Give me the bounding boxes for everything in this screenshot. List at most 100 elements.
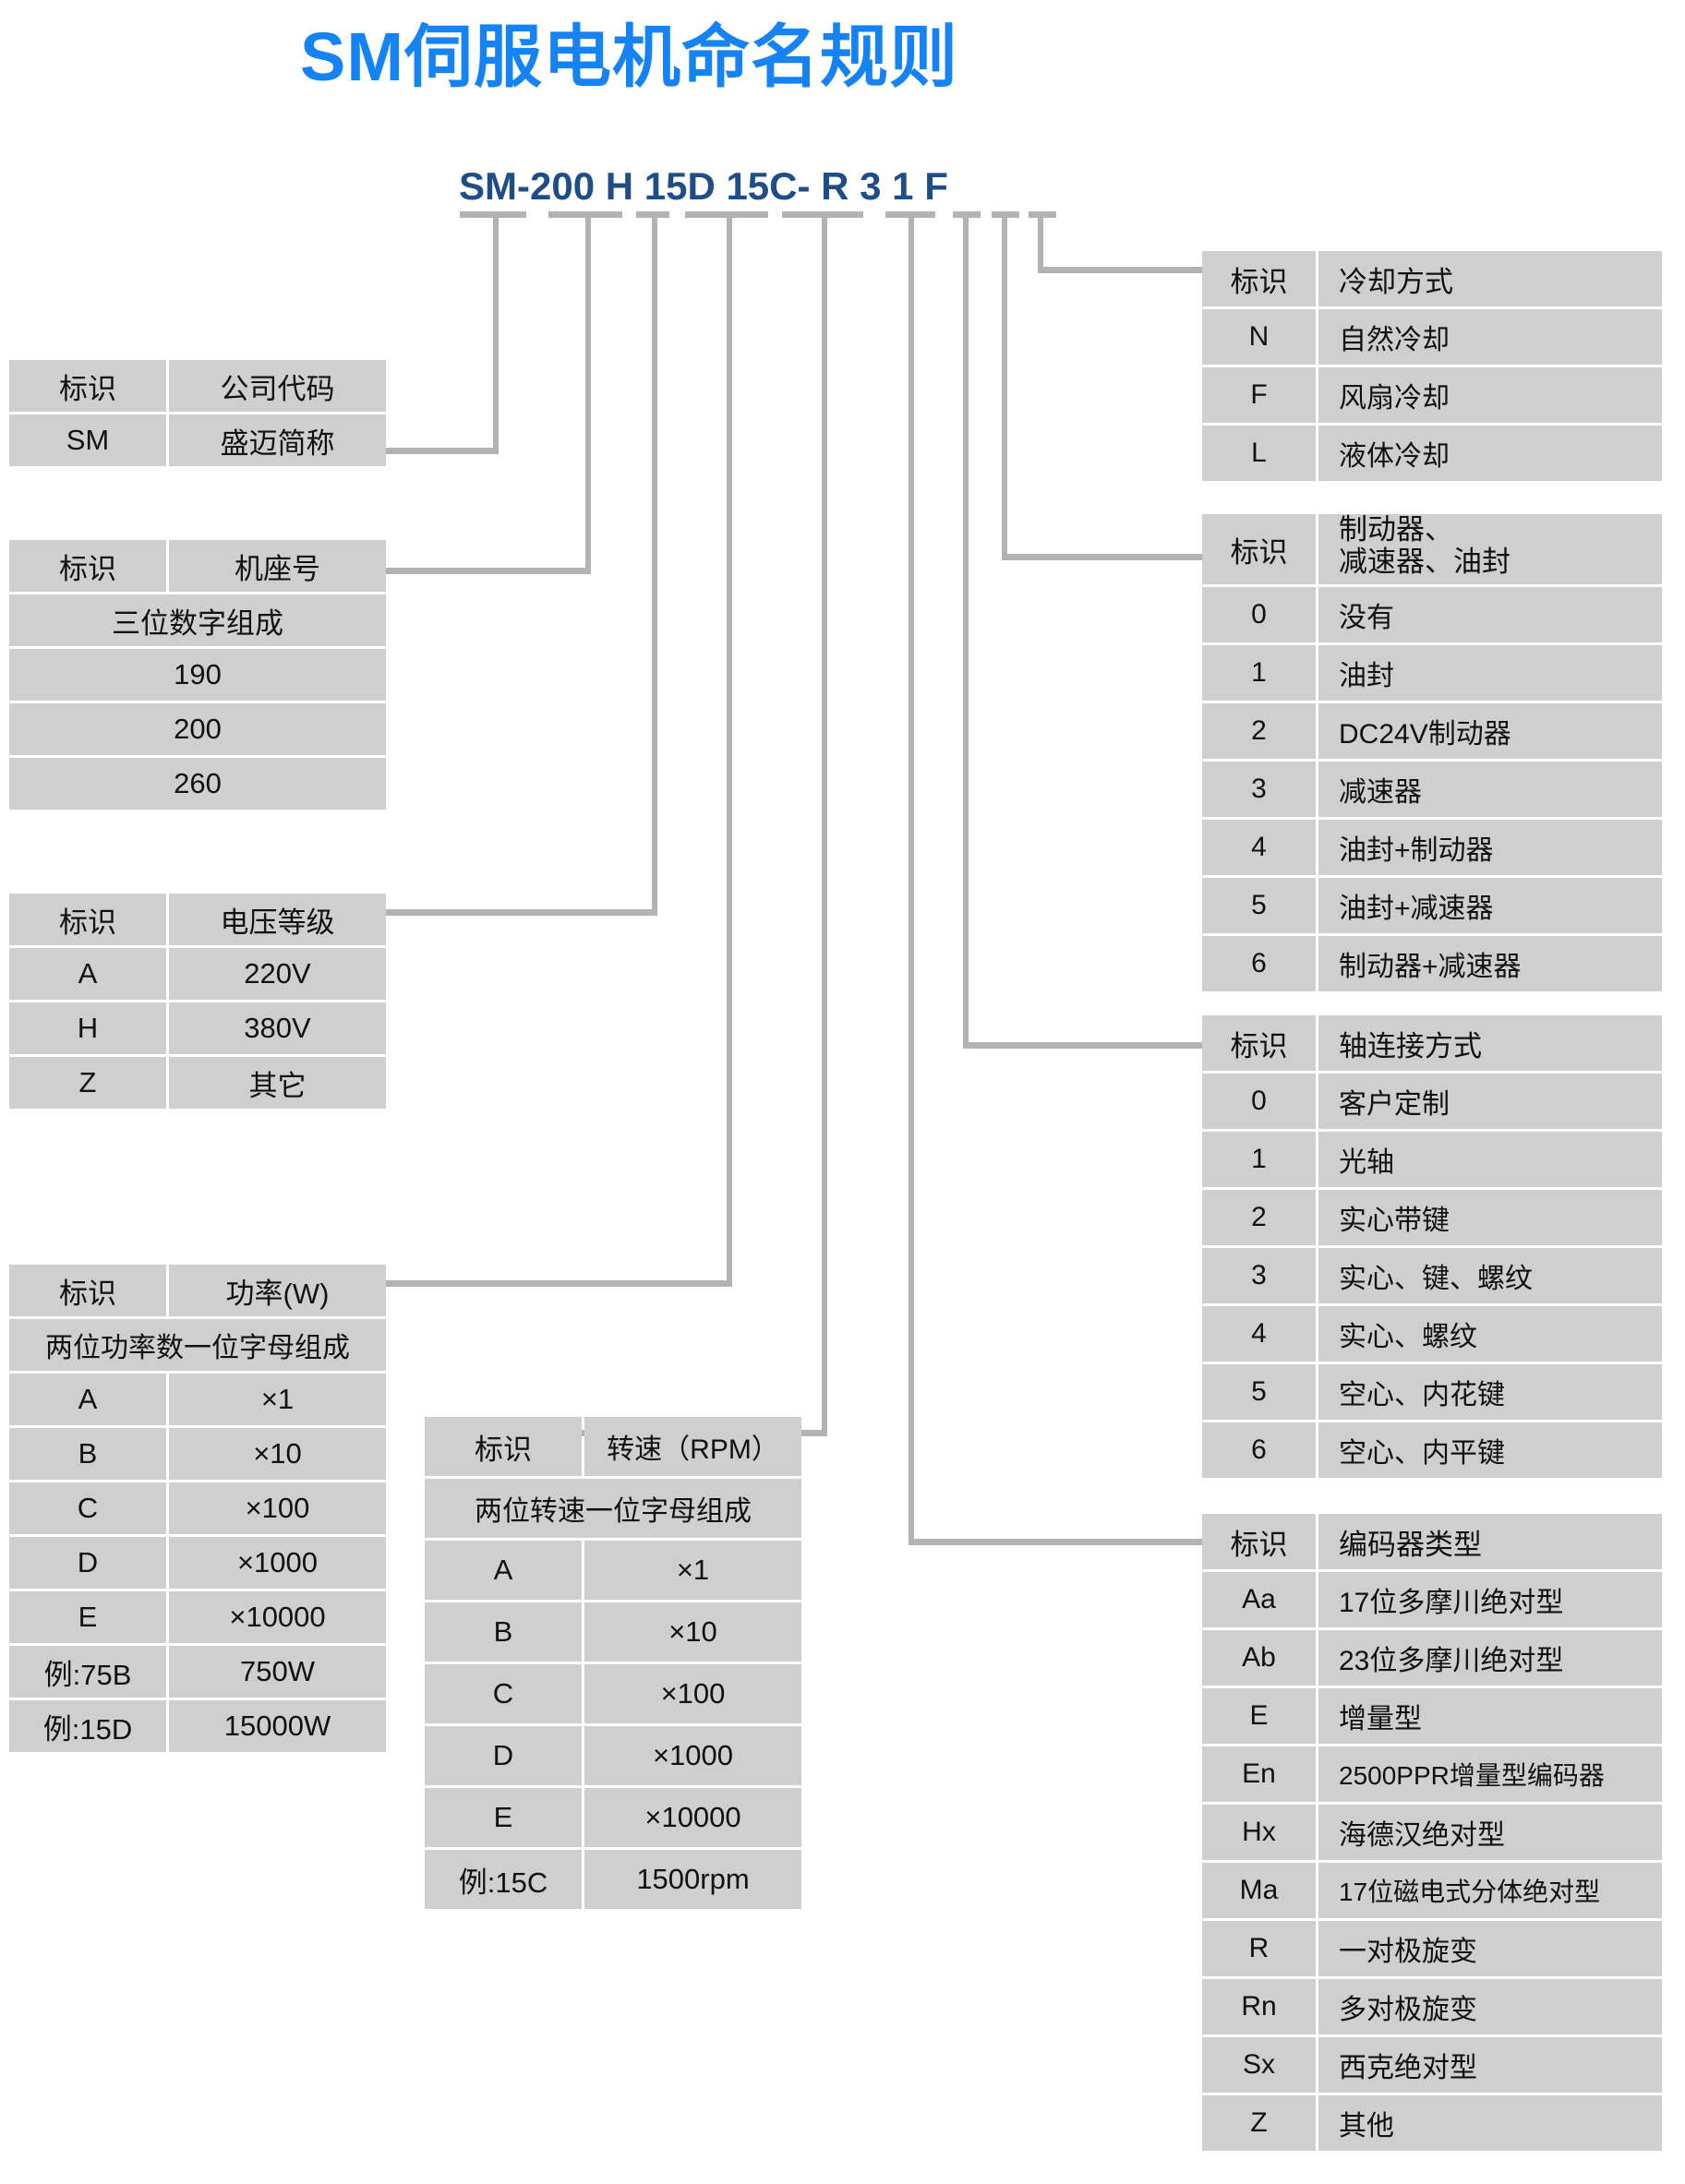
table-shaft-connection: 标识 轴连接方式 0 客户定制 1 光轴 2 实心带键 3 实心、键、螺纹 4 … xyxy=(1202,1015,1662,1478)
cell-value: 油封 xyxy=(1318,645,1662,701)
header-value: 电压等级 xyxy=(169,894,386,945)
cell-value: ×1 xyxy=(584,1541,801,1600)
cell-mark: D xyxy=(425,1726,582,1785)
table-row: 6 空心、内平键 xyxy=(1202,1422,1662,1478)
cell-value: 750W xyxy=(169,1646,386,1698)
table-row: 260 xyxy=(9,758,386,810)
table-header-row: 标识 转速（RPM） xyxy=(425,1417,801,1476)
table-cooling-method: 标识 冷却方式 N 自然冷却 F 风扇冷却 L 液体冷却 xyxy=(1202,251,1662,481)
cell-value: 一对极旋变 xyxy=(1318,1921,1662,1976)
cell-mark: 6 xyxy=(1202,936,1316,991)
cell-mark: 2 xyxy=(1202,1190,1316,1245)
cell-value: 实心、键、螺纹 xyxy=(1318,1248,1662,1303)
cell-mark: 0 xyxy=(1202,1074,1316,1129)
table-row: 2 实心带键 xyxy=(1202,1190,1662,1245)
cell-mark: 2 xyxy=(1202,703,1316,759)
cell-value: ×10000 xyxy=(584,1788,801,1847)
header-mark: 标识 xyxy=(9,360,166,412)
cell-value: ×10 xyxy=(169,1428,386,1480)
table-row: 3 减速器 xyxy=(1202,762,1662,817)
cell-value: 油封+制动器 xyxy=(1318,820,1662,875)
cell-mark: D xyxy=(9,1537,166,1589)
cell-mark: A xyxy=(425,1541,582,1600)
cell-mark: Rn xyxy=(1202,1979,1316,2034)
table-row: F 风扇冷却 xyxy=(1202,367,1662,423)
table-row: 4 油封+制动器 xyxy=(1202,820,1662,875)
table-row: Aa 17位多摩川绝对型 xyxy=(1202,1572,1662,1627)
table-row: Sx 西克绝对型 xyxy=(1202,2037,1662,2093)
cell-value: 油封+减速器 xyxy=(1318,878,1662,933)
cell-value: ×1000 xyxy=(169,1537,386,1589)
table-row: 0 客户定制 xyxy=(1202,1074,1662,1129)
cell-value: 自然冷却 xyxy=(1318,309,1662,365)
table-row: R 一对极旋变 xyxy=(1202,1921,1662,1976)
table-row: E 增量型 xyxy=(1202,1688,1662,1744)
cell-mark: 4 xyxy=(1202,820,1316,875)
table-power: 标识 功率(W) 两位功率数一位字母组成 A ×1 B ×10 C ×100 D… xyxy=(9,1265,386,1752)
cell-mark: A xyxy=(9,948,166,1000)
cell-value: 增量型 xyxy=(1318,1688,1662,1744)
cell-mark: Hx xyxy=(1202,1805,1316,1860)
cell-mark: 1 xyxy=(1202,645,1316,701)
cell-mark: 3 xyxy=(1202,1248,1316,1303)
cell-mark: 0 xyxy=(1202,587,1316,642)
connector-speed-vertical xyxy=(822,211,827,1435)
connector-voltage-horizontal xyxy=(257,909,657,916)
cell-mark: R xyxy=(1202,1921,1316,1976)
cell-value: ×10 xyxy=(584,1602,801,1662)
cell-mark: A xyxy=(9,1374,166,1425)
cell-value: 其他 xyxy=(1318,2095,1662,2151)
connector-brake-vertical xyxy=(1002,211,1007,559)
table-row: 200 xyxy=(9,703,386,755)
table-row: Rn 多对极旋变 xyxy=(1202,1979,1662,2034)
cell-value: 液体冷却 xyxy=(1318,426,1662,481)
cell-value: 风扇冷却 xyxy=(1318,367,1662,423)
table-header-row: 标识 机座号 xyxy=(9,540,386,592)
table-row: E ×10000 xyxy=(9,1591,386,1643)
cell-value: 其它 xyxy=(169,1057,386,1109)
table-row: 5 空心、内花键 xyxy=(1202,1364,1662,1420)
cell-mark: F xyxy=(1202,367,1316,423)
table-speed-rpm: 标识 转速（RPM） 两位转速一位字母组成 A ×1 B ×10 C ×100 … xyxy=(425,1417,801,1909)
table-row: Z 其他 xyxy=(1202,2095,1662,2151)
cell-value: 23位多摩川绝对型 xyxy=(1318,1630,1662,1686)
cell-mark: Aa xyxy=(1202,1572,1316,1627)
cell-note: 三位数字组成 xyxy=(9,594,386,646)
header-value-line1: 制动器、 xyxy=(1339,513,1453,546)
cell-mark: 4 xyxy=(1202,1306,1316,1362)
table-row: E ×10000 xyxy=(425,1788,801,1847)
header-mark: 标识 xyxy=(1202,1514,1316,1569)
page-title: SM伺服电机命名规则 xyxy=(300,18,958,95)
cell-mark: E xyxy=(425,1788,582,1847)
cell-mark: E xyxy=(1202,1688,1316,1744)
header-value: 轴连接方式 xyxy=(1318,1015,1662,1071)
table-row: 2 DC24V制动器 xyxy=(1202,703,1662,759)
header-mark: 标识 xyxy=(425,1417,582,1476)
header-value: 功率(W) xyxy=(169,1265,386,1316)
table-row: B ×10 xyxy=(9,1428,386,1480)
cell-mark: Sx xyxy=(1202,2037,1316,2093)
table-voltage-level: 标识 电压等级 A 220V H 380V Z 其它 xyxy=(9,894,386,1109)
cell-value: 1500rpm xyxy=(584,1850,801,1909)
cell-value: 没有 xyxy=(1318,587,1662,642)
table-row: 5 油封+减速器 xyxy=(1202,878,1662,933)
header-value: 公司代码 xyxy=(169,360,386,412)
connector-encoder-vertical xyxy=(909,211,914,1544)
table-row: C ×100 xyxy=(9,1482,386,1534)
table-note-row: 两位转速一位字母组成 xyxy=(425,1479,801,1538)
cell-note: 两位功率数一位字母组成 xyxy=(9,1319,386,1371)
header-value: 冷却方式 xyxy=(1318,251,1662,306)
table-row: 0 没有 xyxy=(1202,587,1662,642)
cell-value: ×10000 xyxy=(169,1591,386,1643)
cell-value: 多对极旋变 xyxy=(1318,1979,1662,2034)
header-value-line2: 减速器、油封 xyxy=(1339,545,1510,578)
table-note-row: 三位数字组成 xyxy=(9,594,386,646)
connector-voltage-vertical xyxy=(652,211,657,915)
table-row: SM 盛迈简称 xyxy=(9,414,386,466)
cell-mark: 例:75B xyxy=(9,1646,166,1698)
table-encoder-type: 标识 编码器类型 Aa 17位多摩川绝对型 Ab 23位多摩川绝对型 E 增量型… xyxy=(1202,1514,1662,2151)
cell-mark: L xyxy=(1202,426,1316,481)
connector-shaft-vertical xyxy=(963,211,969,1048)
table-frame-number: 标识 机座号 三位数字组成 190 200 260 xyxy=(9,540,386,810)
